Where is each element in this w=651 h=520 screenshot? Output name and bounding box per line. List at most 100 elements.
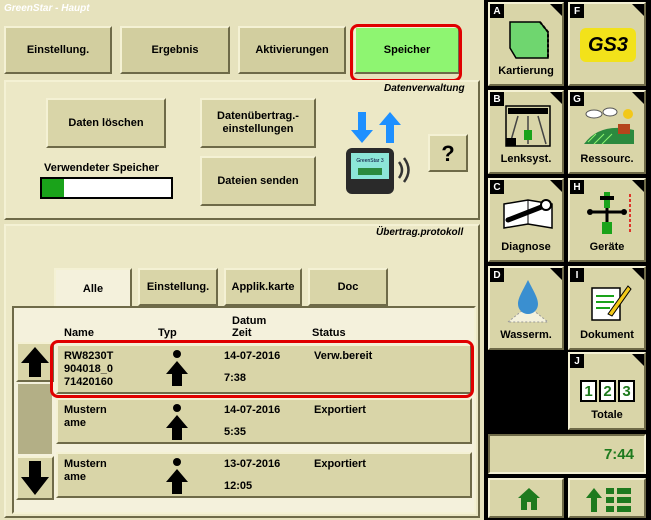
subtab-settings[interactable]: Einstellung. [138, 268, 218, 306]
clock-time: 7:44 [603, 446, 634, 463]
resources-icon [584, 107, 634, 145]
softkey-documentation[interactable]: I Dokument [568, 266, 646, 350]
softkey-letter: J [570, 354, 584, 368]
softkey-resources[interactable]: G Ressourc. [568, 90, 646, 174]
user-upload-icon [166, 404, 188, 440]
row-name-line-3: 71420160 [64, 376, 113, 388]
home-button[interactable] [488, 478, 564, 518]
subtab-all[interactable]: Alle [54, 268, 132, 310]
softkey-letter: A [490, 4, 504, 18]
subtab-prescription[interactable]: Applik.karte [224, 268, 302, 306]
row-name-line-2: ame [64, 471, 87, 483]
scrollbar-track[interactable] [18, 384, 52, 454]
data-management-label: Datenverwaltung [384, 83, 465, 94]
softkey-totals[interactable]: J 1 2 3 Totale [568, 352, 646, 430]
transfer-settings-button[interactable]: Datenübertrag.- einstellungen [200, 98, 316, 148]
row-date: 14-07-2016 [224, 404, 281, 416]
row-status: Verw.bereit [314, 350, 373, 362]
softkey-guidance[interactable]: B Lenksyst. [488, 90, 564, 174]
totals-icon: 1 2 3 [580, 380, 635, 402]
send-files-button[interactable]: Dateien senden [200, 156, 316, 206]
guidance-icon [505, 105, 551, 147]
row-time: 7:38 [224, 372, 247, 384]
scroll-up-button[interactable] [16, 342, 54, 382]
data-transfer-icon: GreenStar 3 [344, 110, 414, 200]
row-time: 12:05 [224, 480, 253, 492]
softkey-letter: G [570, 92, 584, 106]
user-upload-icon [166, 350, 188, 386]
softkey-label: Kartierung [498, 65, 554, 77]
implement-icon [587, 192, 631, 234]
row-date: 13-07-2016 [224, 458, 281, 470]
row-time: 5:35 [224, 426, 247, 438]
tab-memory[interactable]: Speicher [354, 26, 460, 74]
softkey-letter: B [490, 92, 504, 106]
delete-data-button[interactable]: Daten löschen [46, 98, 166, 148]
softkey-letter: F [570, 4, 584, 18]
svg-text:GreenStar 3: GreenStar 3 [356, 158, 383, 164]
row-date: 14-07-2016 [224, 350, 281, 362]
row-status: Exportiert [314, 458, 366, 470]
water-drop-icon [506, 280, 550, 323]
col-header-status: Status [312, 327, 346, 339]
subtab-doc[interactable]: Doc [308, 268, 388, 306]
softkey-label: Lenksyst. [500, 153, 552, 165]
softkey-letter: C [490, 180, 504, 194]
scroll-down-button[interactable] [16, 456, 54, 500]
tab-results[interactable]: Ergebnis [120, 26, 230, 74]
table-row[interactable]: Mustern ame 14-07-2016 5:35 Exportiert [56, 398, 472, 444]
wrench-book-icon [503, 199, 553, 229]
home-icon [518, 488, 540, 510]
tab-activations[interactable]: Aktivierungen [238, 26, 346, 74]
totals-digit: 3 [618, 380, 635, 402]
softkey-water-management[interactable]: D Wasserm. [488, 266, 564, 350]
col-header-name: Name [64, 327, 94, 339]
row-name-line-2: 904018_0 [64, 363, 113, 375]
row-status: Exportiert [314, 404, 366, 416]
clock-display: 7:44 [488, 434, 646, 474]
table-row[interactable]: Mustern ame 13-07-2016 12:05 Exportiert [56, 452, 472, 498]
help-button[interactable]: ? [428, 134, 468, 172]
menu-button[interactable] [568, 478, 646, 518]
totals-digit: 1 [580, 380, 597, 402]
memory-bar [40, 177, 173, 199]
memory-label: Verwendeter Speicher [44, 162, 159, 174]
row-name-line-1: RW8230T [64, 350, 114, 362]
softkey-diagnostics[interactable]: C Diagnose [488, 178, 564, 262]
col-header-type: Typ [158, 327, 177, 339]
softkey-label: Dokument [580, 329, 634, 341]
gs3-logo: GS3 [580, 28, 636, 62]
transfer-log-label: Übertrag.protokoll [376, 227, 464, 238]
table-row[interactable]: RW8230T 904018_0 71420160 14-07-2016 7:3… [56, 344, 472, 394]
arrow-up-icon [21, 347, 49, 377]
col-header-time: Zeit [232, 327, 252, 339]
softkey-implements[interactable]: H Geräte [568, 178, 646, 262]
totals-digit: 2 [599, 380, 616, 402]
window-title: GreenStar - Haupt [4, 3, 90, 14]
softkey-gs3[interactable]: F GS3 [568, 2, 646, 86]
softkey-sidebar: A Kartierung F GS3 B Lenksyst. G [486, 0, 651, 520]
softkey-label: Diagnose [501, 241, 551, 253]
arrow-down-icon [21, 461, 49, 495]
tab-settings[interactable]: Einstellung. [4, 26, 112, 74]
softkey-label: Totale [591, 409, 623, 421]
user-upload-icon [166, 458, 188, 494]
softkey-letter: H [570, 180, 584, 194]
col-header-date: Datum [232, 315, 267, 327]
document-pen-icon [591, 285, 632, 321]
main-area: GreenStar - Haupt Einstellung. Ergebnis … [0, 0, 484, 520]
row-name-line-1: Mustern [64, 458, 107, 470]
up-menu-icon [586, 488, 631, 512]
softkey-label: Ressourc. [580, 153, 634, 165]
row-highlight-frame [50, 340, 474, 398]
memory-bar-fill [42, 179, 64, 197]
field-map-icon [509, 21, 549, 59]
softkey-letter: D [490, 268, 504, 282]
row-name-line-1: Mustern [64, 404, 107, 416]
softkey-label: Wasserm. [500, 329, 552, 341]
softkey-label: Geräte [589, 241, 625, 253]
tab-highlight-frame [350, 24, 462, 82]
softkey-letter: I [570, 268, 584, 282]
row-name-line-2: ame [64, 417, 87, 429]
softkey-mapping[interactable]: A Kartierung [488, 2, 564, 86]
